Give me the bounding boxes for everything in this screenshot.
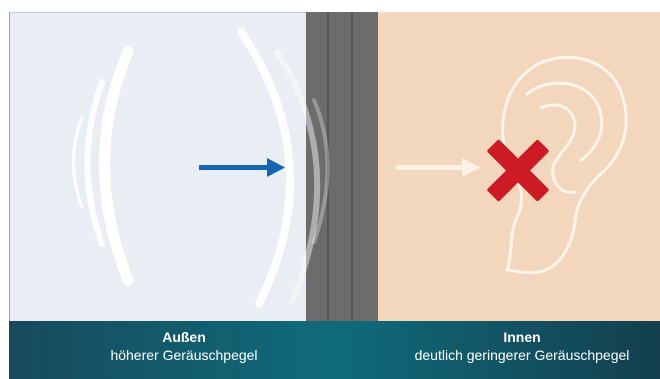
sound-waves-icon: [72, 46, 134, 286]
wall-layer-line: [351, 12, 353, 321]
arrow-right-icon: [199, 158, 285, 177]
outside-title: Außen: [162, 329, 206, 345]
caption-bar: Außen höherer Geräuschpegel Innen deutli…: [9, 321, 660, 379]
diagram-graphics: [72, 28, 628, 308]
outside-caption: Außen höherer Geräuschpegel: [59, 328, 309, 364]
inside-subtitle: deutlich geringerer Geräuschpegel: [414, 347, 630, 363]
inside-title: Innen: [503, 329, 541, 345]
wall-layer-line: [327, 12, 329, 321]
wall: [306, 12, 378, 321]
outside-subtitle: höherer Geräuschpegel: [110, 347, 258, 363]
ear-icon: [501, 55, 628, 275]
wall-wave-icon: [237, 28, 330, 308]
soundproofing-diagram: Außen höherer Geräuschpegel Innen deutli…: [9, 12, 660, 379]
inside-caption: Innen deutlich geringerer Geräuschpegel: [384, 328, 660, 364]
arrow-right-icon: [396, 158, 480, 177]
cross-icon: [487, 139, 549, 202]
